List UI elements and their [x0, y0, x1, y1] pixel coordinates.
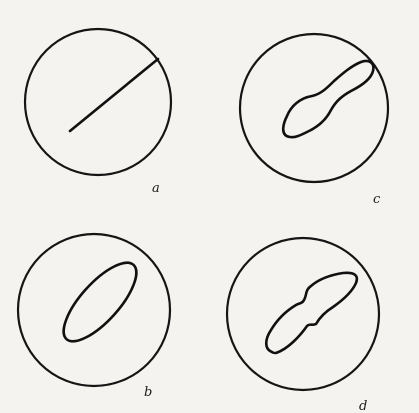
panel-c-label: c: [373, 192, 381, 207]
panel-b-label: b: [144, 385, 152, 400]
panel-c-circle: [240, 34, 388, 182]
panel-b-trace-ellipse: [52, 252, 147, 352]
panel-c: c: [240, 34, 388, 207]
panel-a-trace-line: [70, 59, 158, 131]
panel-d-label: d: [359, 399, 367, 413]
panel-d-trace-blob: [266, 273, 357, 353]
panel-a-label: a: [152, 181, 160, 196]
panel-a-circle: [25, 29, 171, 175]
panel-b: b: [18, 234, 170, 400]
panel-d-circle: [227, 238, 379, 390]
panel-a: a: [25, 29, 171, 196]
panel-c-trace-blob: [283, 61, 373, 137]
panel-d: d: [227, 238, 379, 413]
panel-b-circle: [18, 234, 170, 386]
